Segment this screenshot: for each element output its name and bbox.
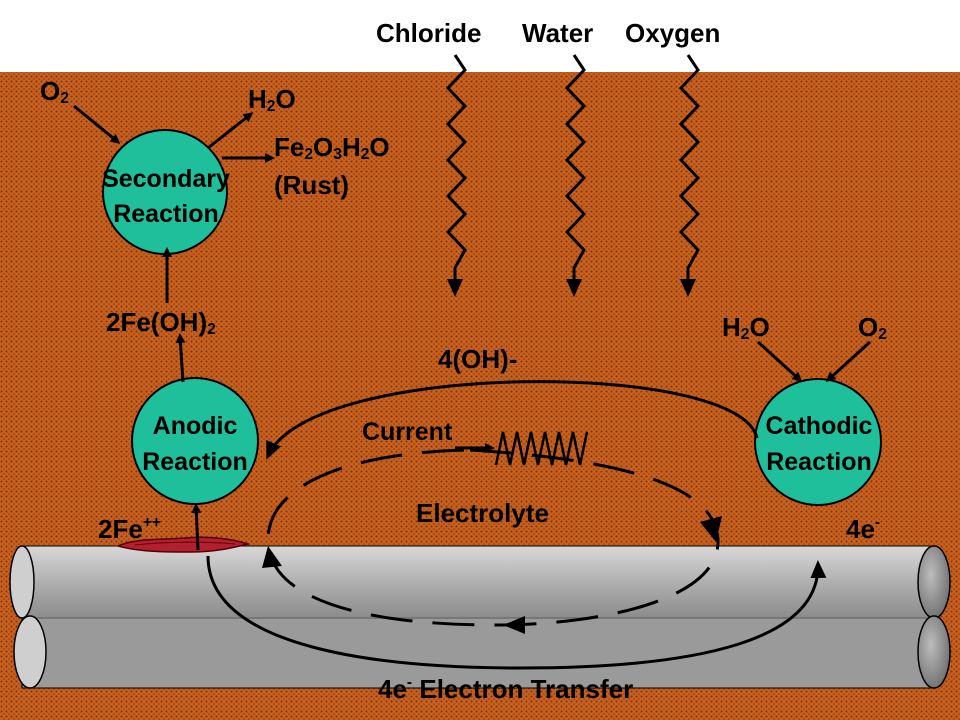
electrolyte-label: Electrolyte [416,498,549,528]
secondary-o2-label: O2 [40,76,69,108]
pit-to-anodic-arrow [191,503,202,551]
water-zigzag-arrow [564,54,587,297]
h2o-to-cathodic-arrow [756,340,803,383]
oxygen-label: Oxygen [625,18,721,48]
o2-to-cathodic-arrow [825,340,872,383]
electron-transfer-label: 4e- Electron Transfer [378,674,634,704]
pipe-left-end-upper [9,545,35,619]
current-loop [266,448,720,627]
pipe-end-upper [917,545,951,619]
rust-formula-label: Fe2O3H2O [274,132,390,164]
chloride-zigzag-arrow [445,54,468,297]
current-arrow-left [262,546,282,568]
current-arrow-bottom [503,616,525,634]
pipe-left-end-lower [13,615,47,689]
resistor-symbol [494,431,589,466]
hydroxide-flow-arrow [266,380,759,460]
current-arrow-right [700,516,722,542]
cathodic-o2-label: O2 [858,312,887,344]
current-label: Current [362,418,453,446]
pipe-end-lower [917,615,951,689]
cathodic-reaction-circle [754,378,882,506]
hydroxide-label: 4(OH)- [438,344,518,374]
corrosion-pit [115,536,251,553]
chloride-label: Chloride [376,18,482,48]
fe-hydroxide-label: 2Fe(OH)2 [106,307,216,339]
pipe [9,545,951,689]
ferrous-ion-label: 2Fe++ [98,514,162,544]
rust-label: (Rust) [274,170,350,200]
oxygen-zigzag-arrow [678,54,701,297]
water-label: Water [522,18,594,48]
secondary-h2o-label: H2O [248,84,296,116]
secondary-reaction-label: Secondary Reaction [102,165,230,228]
anodic-to-feoh-arrow [175,333,186,383]
o2-to-secondary-arrow [73,104,121,144]
electron-transfer-arrow [206,555,827,670]
secondary-to-h2o-arrow [207,112,254,150]
cathodic-h2o-label: H2O [722,312,770,344]
anodic-reaction-label: Anodic Reaction [142,412,248,476]
cathodic-reaction-label: Cathodic Reaction [765,412,873,476]
cathodic-electrons-label: 4e- [846,514,881,544]
